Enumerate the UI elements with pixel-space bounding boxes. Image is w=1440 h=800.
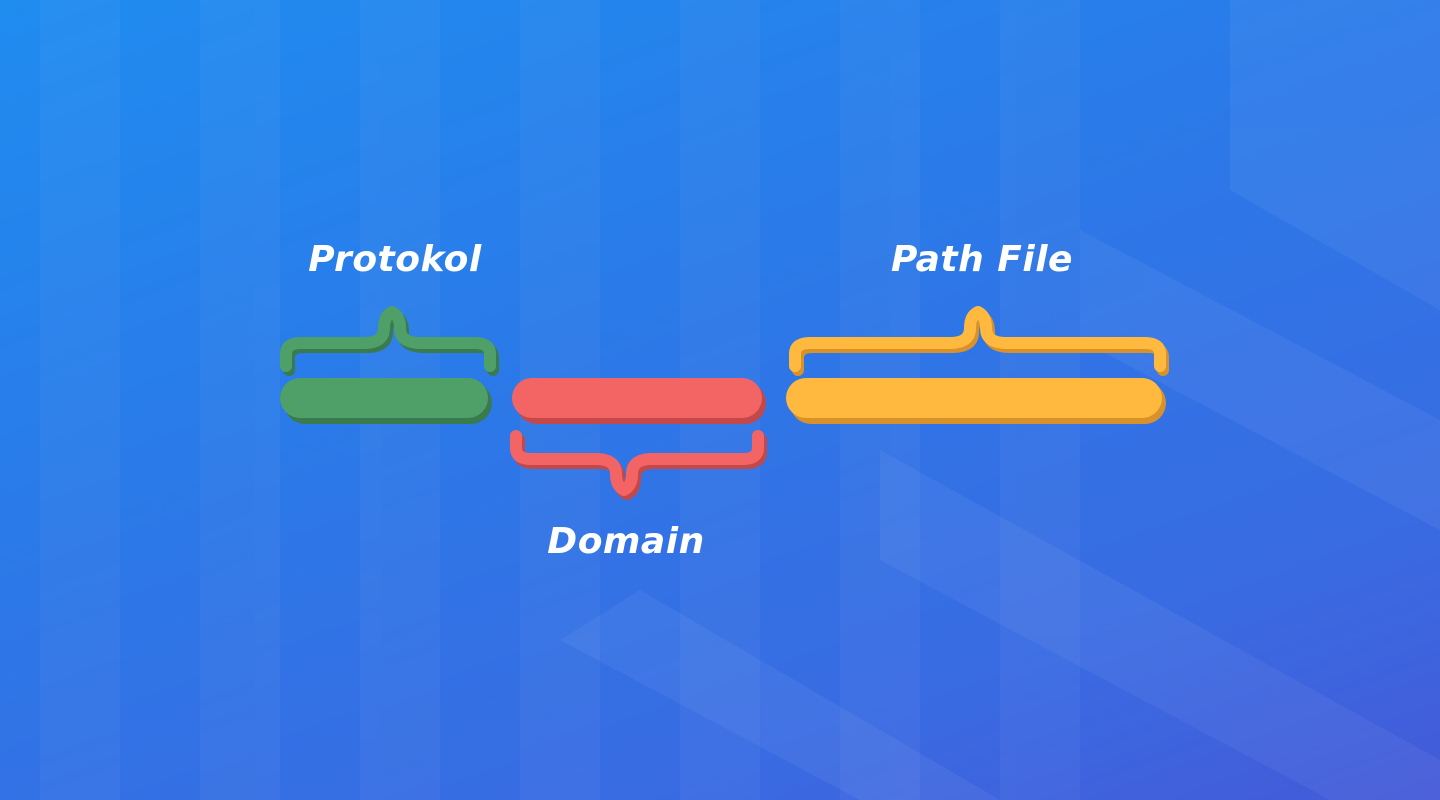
domain-bar	[512, 378, 766, 424]
domain-label: Domain	[547, 521, 705, 562]
domain-brace	[510, 430, 767, 500]
protokol-bar	[280, 378, 492, 424]
protokol-brace	[280, 306, 499, 376]
path-brace	[789, 306, 1169, 376]
path-bar	[786, 378, 1166, 424]
protokol-label: Protokol	[308, 239, 482, 280]
path-file-label: Path File	[891, 239, 1073, 280]
